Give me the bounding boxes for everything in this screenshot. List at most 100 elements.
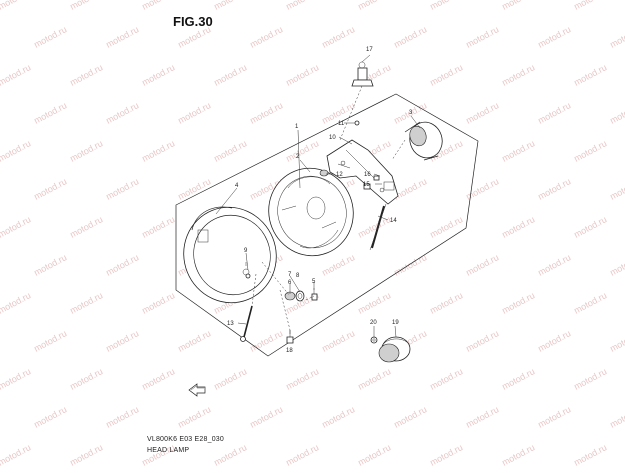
watermark-text: motod.ru — [608, 24, 625, 50]
watermark-text: motod.ru — [0, 366, 32, 392]
watermark-text: motod.ru — [140, 366, 176, 392]
watermark-text: motod.ru — [32, 328, 68, 354]
watermark-text: motod.ru — [608, 176, 625, 202]
watermark-text: motod.ru — [104, 328, 140, 354]
assembly-guide-lines — [251, 85, 406, 331]
watermark-text: motod.ru — [104, 176, 140, 202]
watermark-text: motod.ru — [536, 176, 572, 202]
watermark-text: motod.ru — [0, 442, 32, 468]
watermark-text: motod.ru — [572, 0, 608, 12]
watermark-text: motod.ru — [104, 100, 140, 126]
watermark-text: motod.ru — [320, 252, 356, 278]
watermark-text: motod.ru — [140, 138, 176, 164]
callout-16: 16 — [364, 172, 371, 178]
watermark-text: motod.ru — [356, 442, 392, 468]
callout-8: 8 — [296, 273, 300, 279]
callout-7: 7 — [288, 272, 292, 278]
watermark-text: motod.ru — [608, 100, 625, 126]
watermark-text: motod.ru — [140, 290, 176, 316]
watermark-text: motod.ru — [428, 0, 464, 12]
callout-11: 11 — [338, 121, 345, 127]
watermark-text: motod.ru — [572, 62, 608, 88]
callout-15: 15 — [363, 182, 370, 188]
watermark-text: motod.ru — [320, 24, 356, 50]
adjuster-screw — [369, 203, 387, 251]
headlamp-housing — [183, 206, 277, 304]
watermark-text: motod.ru — [176, 404, 212, 430]
watermark-text: motod.ru — [68, 366, 104, 392]
callout-3: 3 — [409, 110, 413, 116]
watermark-text: motod.ru — [212, 0, 248, 12]
watermark-text: motod.ru — [0, 214, 32, 240]
watermark-text: motod.ru — [284, 138, 320, 164]
watermark-text: motod.ru — [32, 404, 68, 430]
watermark-text: motod.ru — [572, 442, 608, 468]
watermark-text: motod.ru — [68, 62, 104, 88]
watermark-text: motod.ru — [248, 24, 284, 50]
leader-lines — [215, 54, 421, 338]
watermark-text: motod.ru — [572, 138, 608, 164]
watermark-text: motod.ru — [0, 290, 32, 316]
watermark-text: motod.ru — [212, 62, 248, 88]
callout-17: 17 — [366, 47, 373, 53]
assembly-outline — [175, 93, 479, 357]
watermark-text: motod.ru — [608, 252, 625, 278]
watermark-text: motod.ru — [248, 328, 284, 354]
watermark-text: motod.ru — [68, 138, 104, 164]
dust-cover — [404, 121, 443, 161]
watermark-text: motod.ru — [32, 176, 68, 202]
watermark-text: motod.ru — [104, 24, 140, 50]
diagram-name: HEAD LAMP — [147, 447, 190, 454]
watermark-text: motod.ru — [284, 442, 320, 468]
watermark-text: motod.ru — [536, 328, 572, 354]
watermark-text: motod.ru — [464, 252, 500, 278]
mounting-bolt — [240, 305, 253, 342]
headlamp-bracket — [326, 139, 399, 205]
watermark-text: motod.ru — [500, 366, 536, 392]
watermark-text: motod.ru — [176, 100, 212, 126]
watermark-text: motod.ru — [356, 0, 392, 12]
watermark-text: motod.ru — [500, 290, 536, 316]
watermark-text: motod.ru — [284, 366, 320, 392]
callout-19: 19 — [392, 320, 399, 326]
watermark-text: motod.ru — [356, 214, 392, 240]
watermark-text: motod.ru — [536, 24, 572, 50]
watermark-text: motod.ru — [0, 138, 32, 164]
watermark-text: motod.ru — [284, 62, 320, 88]
watermark-text: motod.ru — [500, 138, 536, 164]
watermark-text: motod.ru — [608, 328, 625, 354]
watermark-text: motod.ru — [464, 328, 500, 354]
watermark-text: motod.ru — [428, 442, 464, 468]
watermark-text: motod.ru — [464, 24, 500, 50]
callout-13: 13 — [227, 321, 234, 327]
watermark-text: motod.ru — [0, 62, 32, 88]
watermark-text: motod.ru — [572, 290, 608, 316]
watermark-text: motod.ru — [140, 214, 176, 240]
callout-12: 12 — [336, 172, 343, 178]
watermark-text: motod.ru — [356, 366, 392, 392]
watermark-text: motod.ru — [104, 252, 140, 278]
watermark-text: motod.ru — [536, 252, 572, 278]
watermark-text: motod.ru — [536, 100, 572, 126]
watermark-text: motod.ru — [140, 0, 176, 12]
watermark-text: motod.ru — [356, 290, 392, 316]
watermark-text: motod.ru — [500, 442, 536, 468]
callout-6: 6 — [288, 280, 292, 286]
watermark-text: motod.ru — [32, 100, 68, 126]
watermark-text: motod.ru — [68, 290, 104, 316]
watermark-text: motod.ru — [536, 404, 572, 430]
watermark-text: motod.ru — [68, 0, 104, 12]
watermark-text: motod.ru — [464, 176, 500, 202]
watermark-text: motod.ru — [428, 214, 464, 240]
watermark-text: motod.ru — [32, 24, 68, 50]
watermark-text: motod.ru — [68, 214, 104, 240]
watermark-text: motod.ru — [572, 214, 608, 240]
callout-10: 10 — [329, 135, 336, 141]
callout-18: 18 — [286, 348, 293, 354]
watermark-text: motod.ru — [212, 442, 248, 468]
watermark-text: motod.ru — [572, 366, 608, 392]
watermark-text: motod.ru — [500, 0, 536, 12]
watermark-text: motod.ru — [464, 404, 500, 430]
watermark-text: motod.ru — [140, 62, 176, 88]
